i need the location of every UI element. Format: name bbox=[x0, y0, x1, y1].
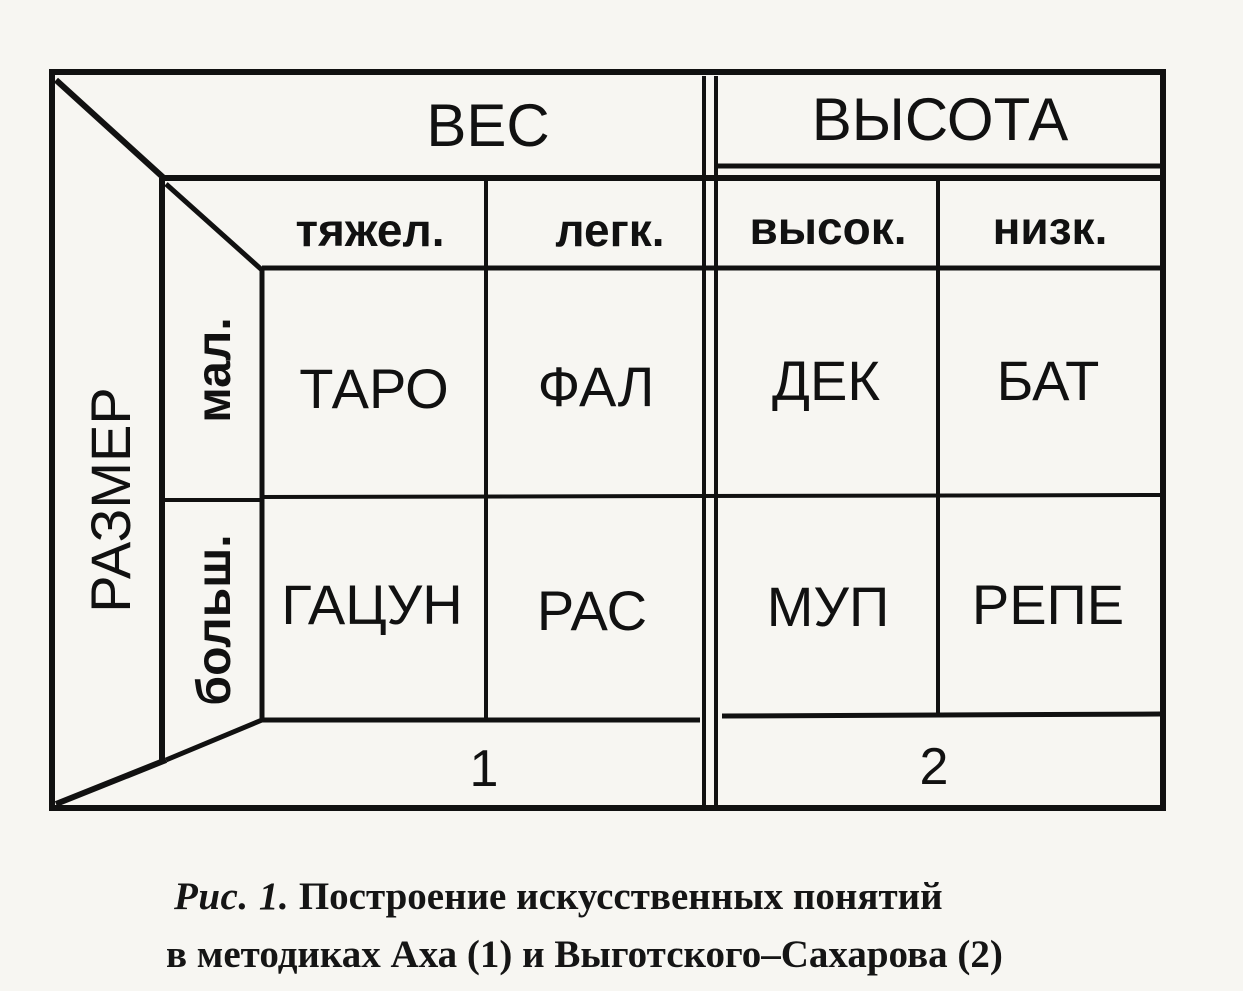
caption-line-2: в методиках Аха (1) и Выготского–Сахаров… bbox=[166, 924, 1003, 986]
caption-line-1: Рис. 1. Построение искусственных понятий bbox=[174, 866, 943, 928]
outer-frame bbox=[49, 69, 1166, 811]
subheader-short: низк. bbox=[993, 202, 1108, 254]
diagonal-top-outer bbox=[53, 77, 169, 183]
cells-bottom-line-2 bbox=[721, 711, 1161, 719]
diagonal-top-inner bbox=[164, 182, 264, 272]
diagonal-bottom-inner bbox=[165, 717, 263, 763]
caption-text-2: в методиках Аха (1) и Выготского–Сахаров… bbox=[166, 933, 1003, 976]
left-small: мал. bbox=[188, 317, 241, 422]
left-size: РАЗМЕР bbox=[79, 387, 142, 613]
cell-repe: РЕПЕ bbox=[972, 573, 1124, 636]
method-number-2: 2 bbox=[920, 738, 949, 796]
cell-mup: МУП bbox=[767, 575, 889, 638]
cell-fal: ФАЛ bbox=[538, 355, 655, 418]
diagonal-bottom-outer bbox=[54, 757, 168, 807]
cell-gatsun: ГАЦУН bbox=[281, 573, 462, 636]
subheader-light: легк. bbox=[555, 204, 664, 256]
cell-dek: ДЕК bbox=[772, 349, 880, 412]
cell-ras: РАС bbox=[537, 579, 647, 642]
header-height: ВЫСОТА bbox=[812, 86, 1069, 153]
cells-middle-line bbox=[261, 493, 1161, 499]
concept-diagram: ВЕС ВЫСОТА тяжел. легк. высок. низк. РАЗ… bbox=[49, 69, 1166, 811]
subheader-tall: высок. bbox=[749, 202, 906, 254]
subheader-heavy: тяжел. bbox=[296, 204, 445, 256]
left-big: больш. bbox=[188, 534, 241, 705]
caption-text-1: Построение искусственных понятий bbox=[298, 875, 943, 918]
caption-label: Рис. 1. bbox=[174, 875, 290, 918]
cell-bat: БАТ bbox=[997, 349, 1100, 412]
diagram-svg: ВЕС ВЫСОТА тяжел. легк. высок. низк. РАЗ… bbox=[49, 69, 1166, 811]
cell-taro: ТАРО bbox=[299, 357, 448, 420]
header-weight: ВЕС bbox=[426, 92, 549, 159]
method-number-1: 1 bbox=[470, 740, 499, 798]
